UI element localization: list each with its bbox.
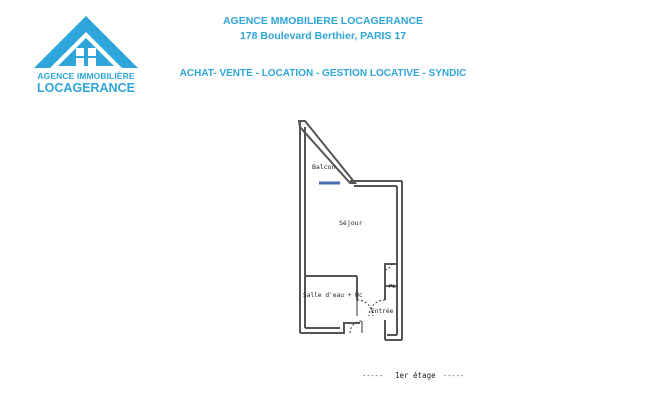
- house-roof-logo-icon: [34, 16, 138, 68]
- room-label-salle-eau: Salle d'eau + Wc: [303, 292, 363, 299]
- logo-line-2: LOCAGERANCE: [37, 81, 135, 95]
- room-label-entree: Entrée: [371, 307, 394, 315]
- agency-logo: AGENCE IMMOBILIÈRE LOCAGERANCE: [30, 14, 142, 96]
- agency-address: 178 Boulevard Berthier, PARIS 17: [239, 30, 407, 42]
- services-line: ACHAT- VENTE - LOCATION - GESTION LOCATI…: [179, 68, 467, 79]
- door-swing-entry: [368, 299, 386, 317]
- room-label-pl: PL: [389, 284, 396, 290]
- wall-entry-left: [343, 322, 360, 333]
- logo-line-1: AGENCE IMMOBILIÈRE: [37, 71, 135, 81]
- room-label-sejour: Séjour: [339, 219, 363, 227]
- door-swing-bathroom: [356, 299, 374, 317]
- floor-dash-left: -----: [362, 372, 383, 380]
- room-label-balcon: Balcon: [312, 163, 336, 171]
- floor-dash-right: -----: [443, 372, 464, 380]
- door-swing-pl: [384, 263, 393, 271]
- floor-label: 1er étage: [395, 371, 436, 380]
- wall-pl: [384, 263, 397, 287]
- wall-outer: [297, 120, 358, 184]
- door-swing-front: [349, 320, 363, 334]
- agency-name: AGENCE MMOBILIERE LOCAGERANCE: [222, 15, 424, 27]
